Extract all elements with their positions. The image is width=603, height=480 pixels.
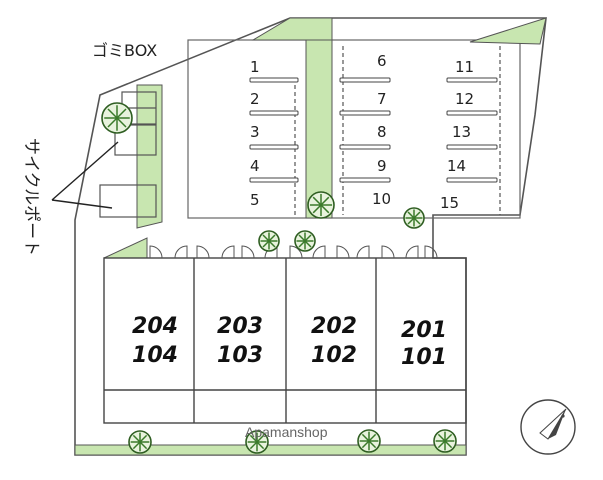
unit-upper-204: 204 (132, 314, 178, 339)
door-swing (336, 245, 350, 259)
parking-11: 11 (455, 58, 474, 76)
unit-upper-202: 202 (311, 314, 357, 339)
parking-bar (249, 144, 299, 150)
parking-7: 7 (377, 90, 387, 108)
unit-upper-201: 201 (401, 318, 447, 343)
unit-lower-103: 103 (217, 343, 263, 368)
trees (101, 102, 457, 454)
parking-bar (339, 77, 391, 83)
parking-6: 6 (377, 52, 387, 70)
unit-lower-104: 104 (132, 343, 178, 368)
unit-lower-102: 102 (311, 343, 357, 368)
unit-203-103: 203 103 (217, 314, 263, 368)
tree-icon (245, 430, 269, 454)
cycle-port-pointers (51, 141, 119, 209)
tree-icon (294, 230, 316, 252)
parking-2: 2 (250, 90, 260, 108)
parking-12: 12 (455, 90, 474, 108)
parking-bar (446, 77, 498, 83)
parking-stall-dividers (294, 46, 501, 215)
watermark: Apamanshop (245, 424, 328, 440)
parking-10: 10 (372, 190, 391, 208)
parking-bar (339, 144, 391, 150)
tree-icon (357, 429, 381, 453)
north-compass-icon (520, 399, 576, 455)
parking-3: 3 (250, 123, 260, 141)
parking-bar (249, 110, 299, 116)
parking-4: 4 (250, 157, 260, 175)
door-swings (149, 245, 438, 259)
tree-icon (307, 191, 335, 219)
door-swing (356, 245, 370, 259)
door-swing (241, 245, 255, 259)
unit-204-104: 204 104 (132, 314, 178, 368)
tree-icon (403, 207, 425, 229)
garbage-box-label: ゴミBOX (92, 41, 157, 60)
parking-bar (249, 77, 299, 83)
parking-bars (249, 77, 498, 183)
parking-9: 9 (377, 157, 387, 175)
tree-icon (128, 430, 152, 454)
unit-201-101: 201 101 (401, 318, 447, 370)
door-swing (174, 245, 188, 259)
parking-bar (339, 177, 391, 183)
building (103, 257, 467, 424)
parking-8: 8 (377, 123, 387, 141)
tree-icon (258, 230, 280, 252)
parking-14: 14 (447, 157, 466, 175)
parking-numbers-left: 1 2 3 4 5 (250, 58, 260, 209)
parking-bar (446, 110, 498, 116)
door-swing (149, 245, 163, 259)
tree-icon (101, 102, 133, 134)
parking-5: 5 (250, 191, 260, 209)
unit-202-102: 202 102 (311, 314, 357, 368)
door-swing (312, 245, 326, 259)
parking-numbers-right: 11 12 13 14 15 (440, 58, 474, 212)
parking-bar (249, 177, 299, 183)
door-swing (424, 245, 438, 259)
tree-icon (433, 429, 457, 453)
parking-1: 1 (250, 58, 260, 76)
parking-lot (187, 39, 521, 219)
door-swing (196, 245, 210, 259)
parking-13: 13 (452, 123, 471, 141)
parking-numbers-middle: 6 7 8 9 10 (372, 52, 391, 208)
garbage-box-structure (99, 91, 157, 218)
door-swing (221, 245, 235, 259)
door-swing (381, 245, 395, 259)
parking-15: 15 (440, 194, 459, 212)
unit-upper-203: 203 (217, 314, 263, 339)
door-swing (405, 245, 419, 259)
parking-bar (446, 177, 498, 183)
parking-bar (339, 110, 391, 116)
parking-bar (446, 144, 498, 150)
cycle-port-label: サイクルポート (21, 138, 41, 256)
unit-lower-101: 101 (401, 345, 447, 370)
